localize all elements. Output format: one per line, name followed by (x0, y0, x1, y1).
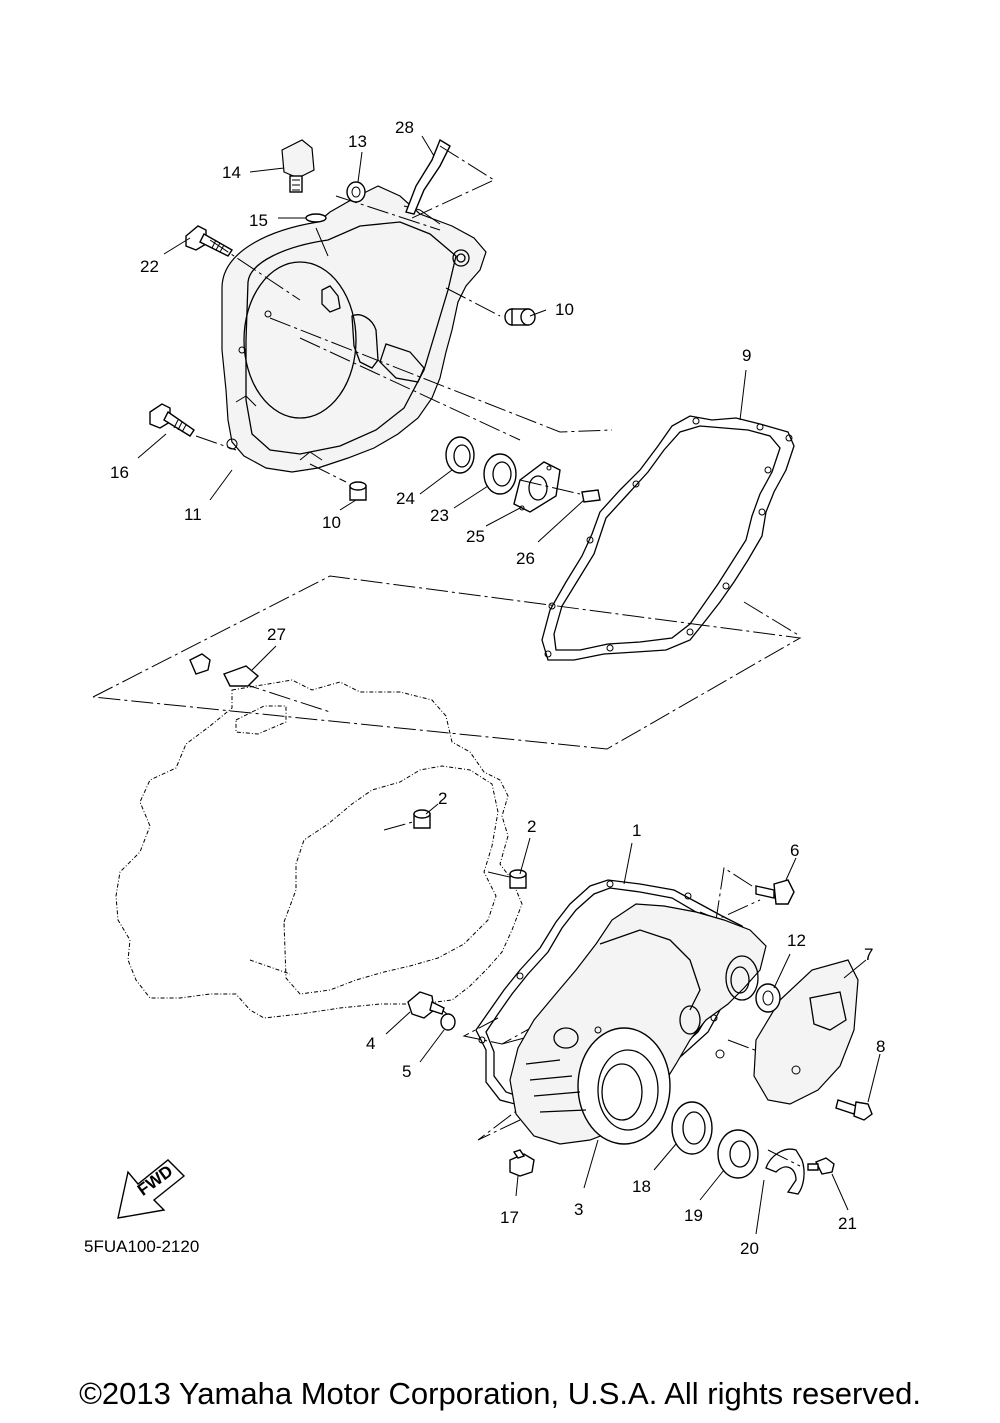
cable-clamp (189, 653, 260, 687)
callout-25: 25 (466, 527, 485, 546)
callout-7: 7 (864, 945, 873, 964)
oil-filler-plug (281, 139, 315, 193)
forward-direction-arrow: FWD (117, 1159, 186, 1219)
callout-23: 23 (430, 506, 449, 525)
crankcase-cover-upper (221, 185, 487, 473)
callout-16: 16 (110, 463, 129, 482)
engine-dowel-lower (509, 869, 527, 889)
callout-11: 11 (184, 505, 202, 524)
bolt-long-lower (149, 403, 195, 437)
callout-13: 13 (348, 132, 367, 151)
callout-22: 22 (140, 257, 159, 276)
crankcase-cover-lower (509, 903, 767, 1145)
callout-6: 6 (790, 841, 799, 860)
engine-dowel-upper (413, 809, 431, 829)
bearing-plate (513, 461, 561, 513)
callout-12: 12 (787, 931, 806, 950)
dowel-pin-upper (504, 308, 536, 326)
bearing-upper (483, 453, 517, 495)
screw-plate (581, 489, 601, 503)
gasket-holes (544, 417, 793, 658)
oil-seal-lower (717, 1129, 759, 1179)
callout-3: 3 (574, 1200, 583, 1219)
callout-10: 10 (322, 513, 341, 532)
drain-plug-o-ring (440, 1013, 456, 1031)
copyright-notice: ©2013 Yamaha Motor Corporation, U.S.A. A… (79, 1376, 921, 1411)
oil-seal-small (346, 181, 366, 203)
callout-4: 4 (366, 1034, 375, 1053)
dowel-pin-lower (349, 481, 367, 501)
callout-10: 10 (555, 300, 574, 319)
callout-17: 17 (500, 1208, 519, 1227)
callout-18: 18 (632, 1177, 651, 1196)
bearing-lower (671, 1101, 713, 1155)
side-cover-plate (753, 959, 859, 1105)
screw-circlip (807, 1157, 835, 1175)
callout-27: 27 (267, 625, 286, 644)
bolt-long-upper (185, 225, 233, 257)
callout-8: 8 (876, 1037, 885, 1056)
diagram-code: 5FUA100-2120 (84, 1237, 200, 1256)
callout-14: 14 (222, 163, 241, 182)
callout-28: 28 (395, 118, 414, 137)
callout-labels: 1 2 2 3 4 5 6 7 8 9 10 10 11 12 13 14 15… (110, 118, 885, 1258)
callout-2: 2 (438, 789, 447, 808)
bolt-lower-cover (509, 1149, 535, 1177)
bolt-upper-right (755, 879, 795, 905)
bracket (405, 138, 451, 215)
oil-seal (445, 436, 475, 474)
callout-26: 26 (516, 549, 535, 568)
callout-20: 20 (740, 1239, 759, 1258)
exploded-parts-diagram: FWD 1 2 2 (92, 118, 885, 1258)
leader-lines (137, 135, 881, 1235)
drain-plug (407, 991, 445, 1019)
callout-5: 5 (402, 1062, 411, 1081)
oil-seal-right (755, 983, 781, 1013)
o-ring (305, 213, 327, 223)
callout-24: 24 (396, 489, 415, 508)
callout-15: 15 (249, 211, 268, 230)
callout-9: 9 (742, 346, 751, 365)
callout-19: 19 (684, 1206, 703, 1225)
circlip (765, 1148, 805, 1195)
cover-gasket (541, 415, 795, 661)
callout-21: 21 (838, 1214, 857, 1233)
callout-1: 1 (632, 821, 641, 840)
callout-2: 2 (527, 817, 536, 836)
bolt-plate (835, 1099, 873, 1121)
engine-outline-reference (115, 679, 523, 1019)
